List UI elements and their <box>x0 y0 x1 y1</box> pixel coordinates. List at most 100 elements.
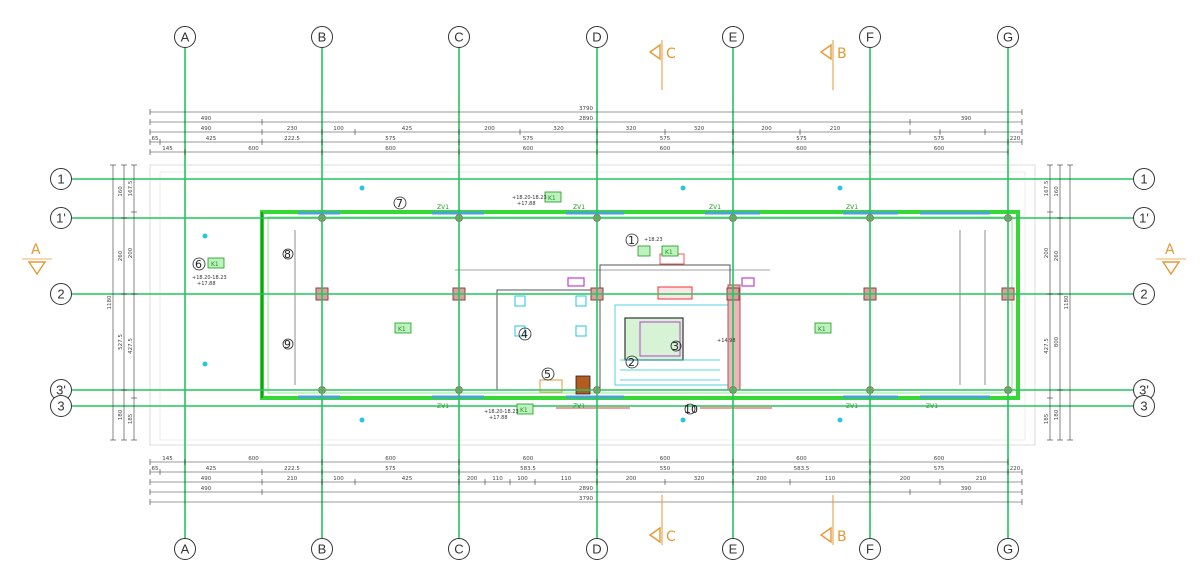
section-c-top: C <box>648 40 676 90</box>
grid-bubble-label: B <box>318 542 327 557</box>
grid-bubble-label: 1' <box>1139 211 1149 226</box>
dim-label: 600 <box>248 456 259 462</box>
grid-bubble-A-bottom: A <box>174 538 196 560</box>
dim-label: 600 <box>934 146 945 152</box>
dim-label: 600 <box>385 456 396 462</box>
grid-bubble-label: 3' <box>56 383 66 398</box>
vdim-label: 167.5 <box>1044 180 1050 196</box>
grid-bubble-label: D <box>592 542 601 557</box>
room-number-8: 8 <box>284 248 291 261</box>
dim-label: 230 <box>287 126 298 132</box>
dim-label: 110 <box>492 476 503 482</box>
grid-bubble-C-bottom: C <box>448 538 470 560</box>
dim-label: 100 <box>517 476 528 482</box>
room-tag-6: K1 <box>665 249 673 256</box>
grid-bubble-label: G <box>1003 30 1013 45</box>
dim-label: 390 <box>961 116 972 122</box>
cyan-markers <box>202 185 843 423</box>
elevation-2b: +17.88 <box>197 281 216 287</box>
grid-bubble-F-bottom: F <box>859 538 881 560</box>
elevation-marks: +18.20-18.23 +17.88 +18.20-18.23 +17.88 … <box>192 195 736 421</box>
elevation-2: +18.20-18.23 <box>192 275 227 281</box>
dimension-lines <box>110 109 1073 505</box>
dim-label: 222.5 <box>284 466 300 472</box>
dim-label: 200 <box>761 126 772 132</box>
section-c-top-label: C <box>666 46 676 62</box>
window-tag-1: ZV1 <box>437 204 449 211</box>
dim-label: 100 <box>333 126 344 132</box>
dim-label: 3790 <box>579 106 593 112</box>
grid-bubble-label: A <box>181 30 190 45</box>
grid-bubble-1-right: 1 <box>1133 168 1155 190</box>
grid-bubble-E-top: E <box>722 26 744 48</box>
dim-label: 425 <box>402 126 413 132</box>
grid-bubble-label: 2 <box>57 287 64 302</box>
elevation-1: +18.20-18.23 <box>512 195 547 201</box>
window-tags: ZV1 ZV1 ZV1 ZV1 ZV1 ZV1 ZV1 ZV1 <box>437 204 938 410</box>
dim-label: 320 <box>694 126 705 132</box>
vdim-label: 1180 <box>1064 295 1070 309</box>
dim-label: 575 <box>385 136 396 142</box>
grid-bubble-label: F <box>866 542 874 557</box>
room-number-3: 3 <box>672 340 679 353</box>
room-tag-4: K1 <box>818 326 826 333</box>
dim-label: 200 <box>900 476 911 482</box>
dim-label: 583.5 <box>520 466 536 472</box>
window-tag-4: ZV1 <box>846 204 858 211</box>
grid-bubble-label: 2 <box>1140 287 1147 302</box>
dim-label: 2890 <box>579 486 593 492</box>
columns <box>315 214 1015 394</box>
dim-label: 575 <box>934 466 945 472</box>
grid-bubble-label: E <box>729 542 738 557</box>
window-tag-8: ZV1 <box>926 403 938 410</box>
vdim-label: 200 <box>1044 247 1050 258</box>
dim-label: 220 <box>1010 466 1021 472</box>
grid-bubble-label: C <box>454 542 463 557</box>
dim-label: 3790 <box>579 496 593 502</box>
slab-outline <box>294 230 986 385</box>
room-number-7: 7 <box>396 197 403 210</box>
section-a-right-label: A <box>1165 242 1175 258</box>
section-b-bottom: B <box>819 495 847 545</box>
dim-label: 220 <box>1010 136 1021 142</box>
grid-bubble-E-bottom: E <box>722 538 744 560</box>
dim-label: 200 <box>626 476 637 482</box>
dim-label: 490 <box>201 486 212 492</box>
dim-label: 65 <box>152 466 159 472</box>
grid-bubble-1'-left: 1' <box>50 207 72 229</box>
dim-label: 550 <box>660 466 671 472</box>
vdim-label: 160 <box>118 186 124 197</box>
vdim-label: 800 <box>1054 336 1060 347</box>
dim-label: 110 <box>825 476 836 482</box>
window-tag-7: ZV1 <box>846 403 858 410</box>
vdim-label: 1180 <box>107 295 113 309</box>
room-number-10: 10 <box>684 403 698 416</box>
dim-label: 575 <box>796 136 807 142</box>
grid-bubble-label: 3 <box>1140 399 1147 414</box>
vdim-label: 427.5 <box>128 338 134 354</box>
room-number-2: 2 <box>628 356 635 369</box>
dim-label: 600 <box>934 456 945 462</box>
grid-bubble-label: A <box>181 542 190 557</box>
dim-label: 110 <box>561 476 572 482</box>
grid-bubble-label: E <box>729 30 738 45</box>
dim-label: 210 <box>830 126 841 132</box>
dim-label: 2890 <box>579 116 593 122</box>
dim-label: 575 <box>660 136 671 142</box>
room-number-4: 4 <box>521 328 528 341</box>
vdim-label: 260 <box>118 250 124 261</box>
grid-bubble-1'-right: 1' <box>1133 207 1155 229</box>
dim-label: 600 <box>523 146 534 152</box>
section-a-right: A <box>1156 242 1186 276</box>
vdim-label: 185 <box>1044 413 1050 424</box>
section-markers: C B C B A A <box>22 40 1186 545</box>
room-tag-2: K1 <box>548 195 556 202</box>
core-area <box>496 245 772 409</box>
grid-bubble-B-bottom: B <box>311 538 333 560</box>
grid-bubble-label: F <box>866 30 874 45</box>
room-numbers: 1 2 3 4 5 6 7 8 9 10 <box>192 196 698 416</box>
grid-bubble-G-bottom: G <box>997 538 1019 560</box>
grid-bubble-label: D <box>592 30 601 45</box>
